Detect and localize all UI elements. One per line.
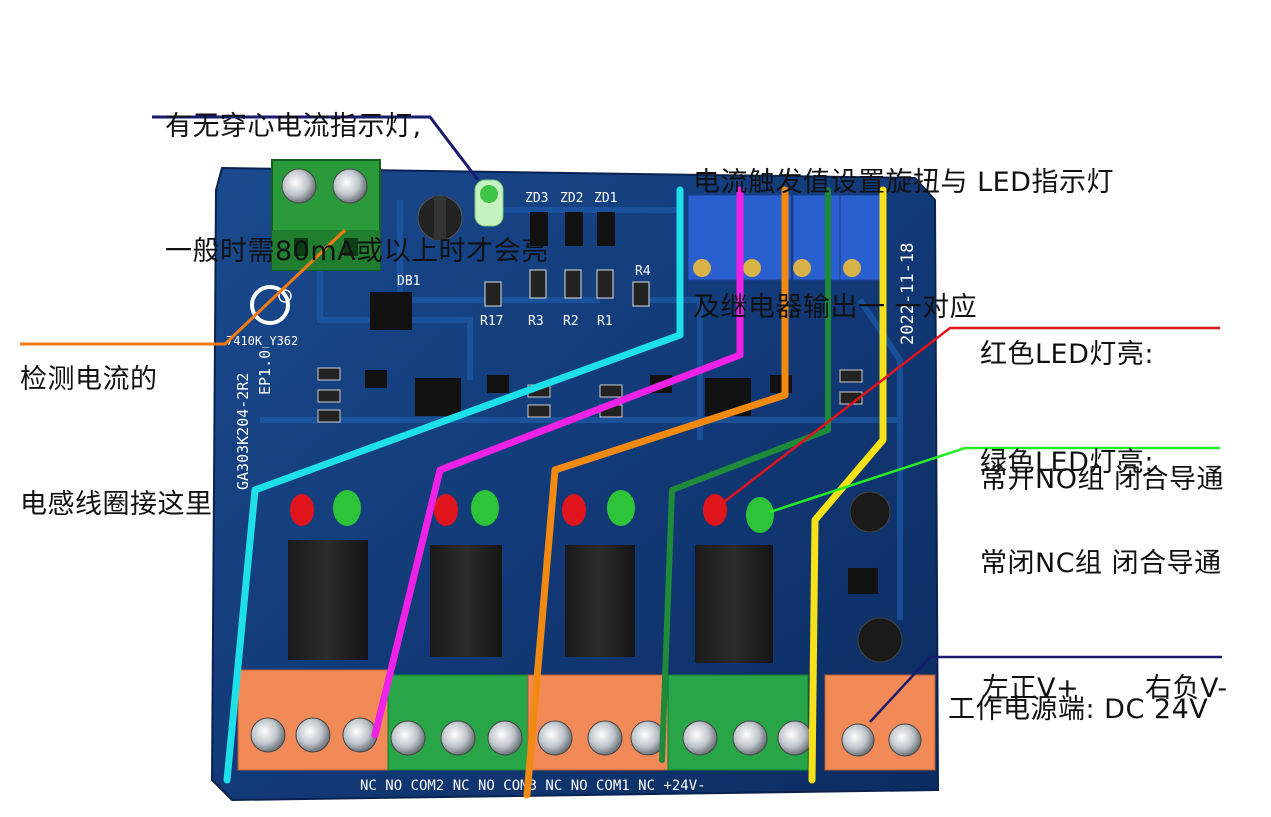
- power-callout: [869, 655, 1222, 723]
- bridge-rectifier: DB1: [370, 274, 420, 330]
- relays: [288, 540, 773, 663]
- orange-line: [523, 186, 789, 799]
- coil-note-line2: 电感线圈接这里: [20, 489, 213, 521]
- magenta-line: [371, 186, 744, 739]
- led-pairs: [290, 490, 774, 533]
- red-led-callout: [719, 326, 1220, 506]
- db1-label: DB1: [397, 274, 420, 289]
- red-led-note: 红色LED灯亮: 常开NO组 闭合导通: [980, 250, 1224, 543]
- power-polarity-left: 左正V+: [982, 673, 1080, 704]
- indicator-note: 有无穿心电流指示灯, 一般时需80mA或以上时才会亮: [165, 22, 549, 315]
- model-silkscreen: GA303K204-2R2: [234, 373, 252, 490]
- green-led-note-line2: 常闭NC组 闭合导通: [980, 547, 1222, 579]
- r17-label: R17: [480, 314, 503, 329]
- resistors-row: [484, 269, 650, 307]
- indicator-note-line2: 一般时需80mA或以上时才会亮: [165, 236, 549, 268]
- knobs-note: 电流触发值设置旋扭与 LED指示灯 及继电器输出一 一对应: [693, 78, 1114, 371]
- coil-terminal-block: [271, 159, 381, 271]
- relay-2: [430, 545, 502, 657]
- led-pair-2: [434, 490, 499, 526]
- right-capacitors: [848, 491, 903, 663]
- green-led-note-line1: 绿色LED灯亮:: [980, 446, 1154, 478]
- power-note-line1: 工作电源端: DC 24V: [948, 693, 1209, 725]
- power-terminal: [824, 674, 936, 771]
- cyan-line: [223, 186, 684, 784]
- date-silkscreen: 2022-11-18: [898, 243, 918, 345]
- power-note: 工作电源端: DC 24V: [948, 605, 1208, 772]
- r4-label: R4: [635, 264, 651, 279]
- red-led-note-line1: 红色LED灯亮:: [980, 338, 1154, 370]
- current-indicator-led: [474, 179, 504, 227]
- routing-lines: [223, 186, 887, 799]
- coil-note: 检测电流的 电感线圈接这里: [20, 275, 213, 568]
- led-pair-4: [703, 494, 774, 533]
- relay-4: [695, 545, 773, 663]
- resistor-labels: R17 R3 R2 R1 R4: [480, 264, 651, 329]
- relay-3: [565, 545, 635, 657]
- trim-pots: [687, 194, 886, 281]
- yellow-line: [808, 186, 887, 784]
- zd1-label: ZD1: [594, 191, 617, 206]
- power-polarity-right: 右负V-: [1145, 673, 1228, 704]
- callout-lines: [20, 115, 1222, 723]
- r2-label: R2: [563, 314, 579, 329]
- zd3-label: ZD3: [525, 191, 548, 206]
- coil-note-line1: 检测电流的: [20, 363, 158, 395]
- zd-labels: ZD3 ZD2 ZD1: [525, 191, 617, 206]
- darkgreen-line: [659, 187, 831, 763]
- knobs-note-line2: 及继电器输出一 一对应: [693, 292, 978, 324]
- zener-diodes: [530, 212, 615, 246]
- indicator-note-line1: 有无穿心电流指示灯,: [165, 110, 422, 142]
- output-terminals: [237, 669, 936, 771]
- r3-label: R3: [528, 314, 544, 329]
- version-silkscreen: EP1.0: [256, 350, 274, 395]
- terminal-silkscreen: NC NO COM2 NC NO COM3 NC NO COM1 NC +24V…: [360, 778, 706, 794]
- red-led-note-line2: 常开NO组 闭合导通: [980, 464, 1225, 496]
- r1-label: R1: [597, 314, 613, 329]
- brand-logo: [250, 285, 292, 325]
- led-pair-1: [290, 490, 361, 526]
- part-silkscreen: 7410K_Y362: [226, 334, 298, 348]
- capacitor-top: [417, 195, 463, 241]
- relay-1: [288, 540, 368, 660]
- knobs-note-line1: 电流触发值设置旋扭与 LED指示灯: [693, 166, 1114, 198]
- coil-callout: [20, 228, 347, 346]
- green-led-callout: [769, 446, 1220, 514]
- led-pair-3: [562, 490, 635, 526]
- zd2-label: ZD2: [560, 191, 583, 206]
- indicator-callout: [152, 115, 480, 181]
- green-led-note: 绿色LED灯亮: 常闭NC组 闭合导通: [980, 378, 1222, 614]
